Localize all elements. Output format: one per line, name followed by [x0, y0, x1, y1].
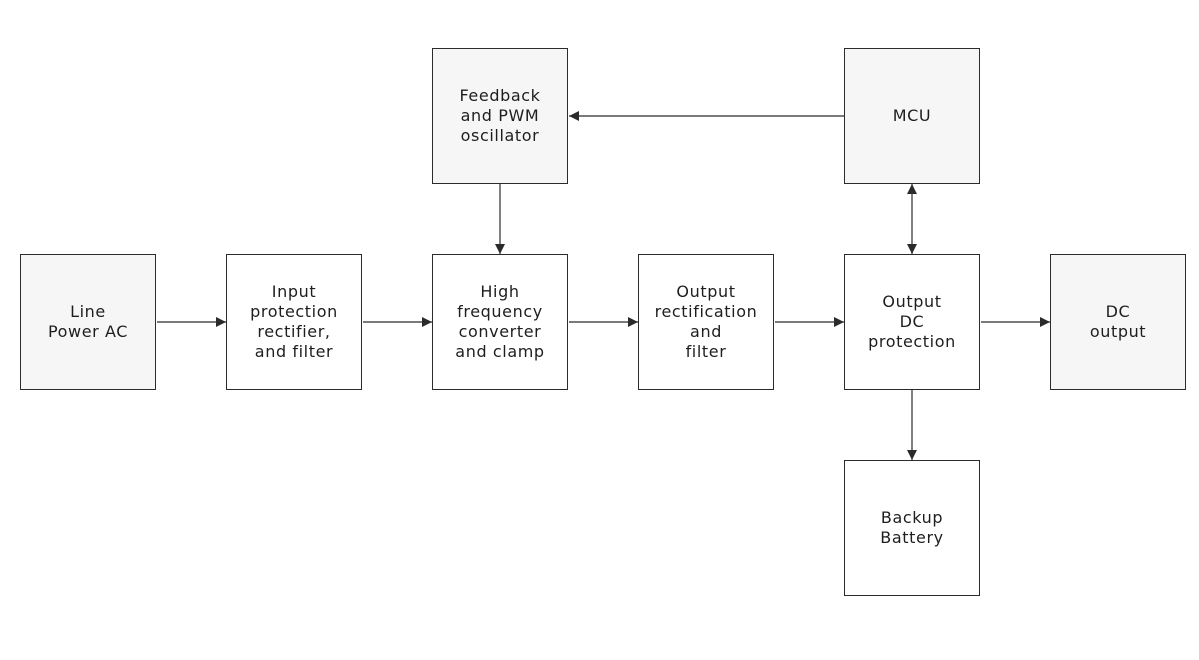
- block-label-line: filter: [685, 342, 727, 361]
- input-protection-block: Input protection rectifier, and filter: [226, 254, 362, 390]
- block-label-line: protection: [868, 332, 956, 351]
- block-label-line: protection: [250, 302, 338, 321]
- block-label-line: rectifier,: [257, 322, 331, 341]
- output-rectification-block: Output rectification and filter: [638, 254, 774, 390]
- block-label-line: rectification: [654, 302, 758, 321]
- high-frequency-converter-block: High frequency converter and clamp: [432, 254, 568, 390]
- block-label-line: High: [480, 282, 520, 301]
- block-label-line: output: [1089, 322, 1147, 341]
- block-label-line: DC: [1105, 302, 1131, 321]
- block-label-line: Feedback: [459, 86, 541, 105]
- dc-output-block: DC output: [1050, 254, 1186, 390]
- block-label-line: Output: [882, 292, 942, 311]
- block-label-line: Output: [676, 282, 736, 301]
- block-label-line: and PWM: [460, 106, 540, 125]
- block-label-line: converter: [458, 322, 542, 341]
- block-label-line: Power AC: [47, 322, 129, 341]
- block-label-line: frequency: [457, 302, 543, 321]
- backup-battery-block: Backup Battery: [844, 460, 980, 596]
- block-label-line: and filter: [254, 342, 334, 361]
- block-label-line: Battery: [880, 528, 944, 547]
- block-label-line: oscillator: [460, 126, 540, 145]
- block-label-line: Input: [271, 282, 317, 301]
- feedback-pwm-oscillator-block: Feedback and PWM oscillator: [432, 48, 568, 184]
- block-label-line: and clamp: [455, 342, 545, 361]
- block-label-line: MCU: [892, 106, 932, 125]
- block-label-line: Line: [70, 302, 106, 321]
- mcu-block: MCU: [844, 48, 980, 184]
- line-power-ac-block: Line Power AC: [20, 254, 156, 390]
- block-label-line: DC: [899, 312, 925, 331]
- output-dc-protection-block: Output DC protection: [844, 254, 980, 390]
- block-label-line: and: [690, 322, 722, 341]
- block-label-line: Backup: [880, 508, 944, 527]
